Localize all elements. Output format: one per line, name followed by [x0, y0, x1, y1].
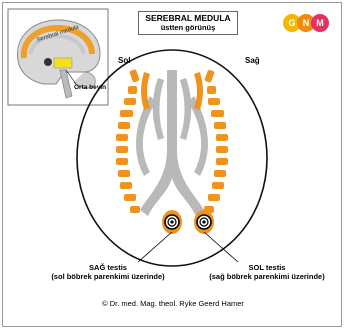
right-testis-label: SOL testis (sağ böbrek parenkimi üzerind… — [192, 263, 342, 281]
left-testis-label: SAĞ testis (sol böbrek parenkimi üzerind… — [34, 263, 182, 281]
logo-letter-m: M — [311, 14, 329, 32]
page-title: SEREBRAL MEDULA — [139, 13, 237, 23]
right-testis-relay — [194, 210, 214, 234]
side-label-right: Sağ — [245, 56, 260, 65]
gnm-logo: G N M — [283, 14, 339, 32]
right-testis-title: SOL testis — [192, 263, 342, 272]
left-testis-sub: (sol böbrek parenkimi üzerinde) — [34, 272, 182, 281]
left-testis-relay — [162, 210, 182, 234]
left-testis-leader — [138, 232, 172, 262]
inset-midbrain-label: Orta beyin — [74, 83, 106, 92]
left-testis-title: SAĞ testis — [34, 263, 182, 272]
relay-left — [116, 69, 150, 213]
copyright: © Dr. med. Mag. theol. Ryke Geerd Hamer — [0, 299, 346, 308]
relay-right — [194, 69, 228, 213]
right-testis-sub: (sağ böbrek parenkimi üzerinde) — [192, 272, 342, 281]
page-subtitle: üstten görünüş — [139, 23, 237, 32]
title-box: SEREBRAL MEDULA üstten görünüş — [138, 11, 238, 35]
side-label-left: Sol — [118, 56, 130, 65]
